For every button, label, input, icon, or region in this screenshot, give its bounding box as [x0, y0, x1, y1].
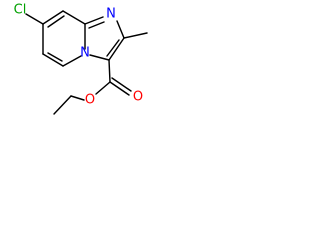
- chlorine-atom-label: Cl: [14, 3, 27, 18]
- bond-c5-c6-inner: [47, 52, 63, 62]
- bond-c2-c3: [108, 37, 125, 61]
- bond-c8-c8a: [62, 10, 86, 25]
- molecule-structure: Cl N N O O: [14, 3, 148, 115]
- bond-carbonyl-double-2: [111, 77, 132, 92]
- ester-oxygen-label: O: [85, 93, 95, 108]
- bridgehead-nitrogen-label: N: [80, 46, 90, 61]
- bond-n1-c2: [116, 20, 125, 39]
- bond-c3-n4: [89, 54, 110, 61]
- bond-c7-cl: [25, 13, 44, 25]
- bond-c3-carbonyl-carbon: [108, 59, 111, 83]
- bond-carbonyl-ester-oxygen: [95, 81, 111, 95]
- carbonyl-oxygen-label: O: [133, 90, 143, 105]
- imidazole-nitrogen-label: N: [106, 7, 116, 22]
- bond-c5-c6: [42, 53, 64, 67]
- bond-c2-methyl: [123, 32, 148, 39]
- bond-ch2-ch3: [53, 95, 72, 115]
- bond-c7-c8: [42, 10, 64, 25]
- bond-c7-c8-inner: [47, 15, 65, 28]
- bond-ester-oxygen-ch2: [70, 95, 85, 101]
- bond-carbonyl-double-1: [109, 81, 130, 96]
- bond-c8a-n1: [84, 16, 104, 25]
- bond-n4-c5: [62, 55, 82, 67]
- bond-c8a-n1-inner: [88, 21, 105, 29]
- bond-c2-c3-inner: [106, 39, 120, 57]
